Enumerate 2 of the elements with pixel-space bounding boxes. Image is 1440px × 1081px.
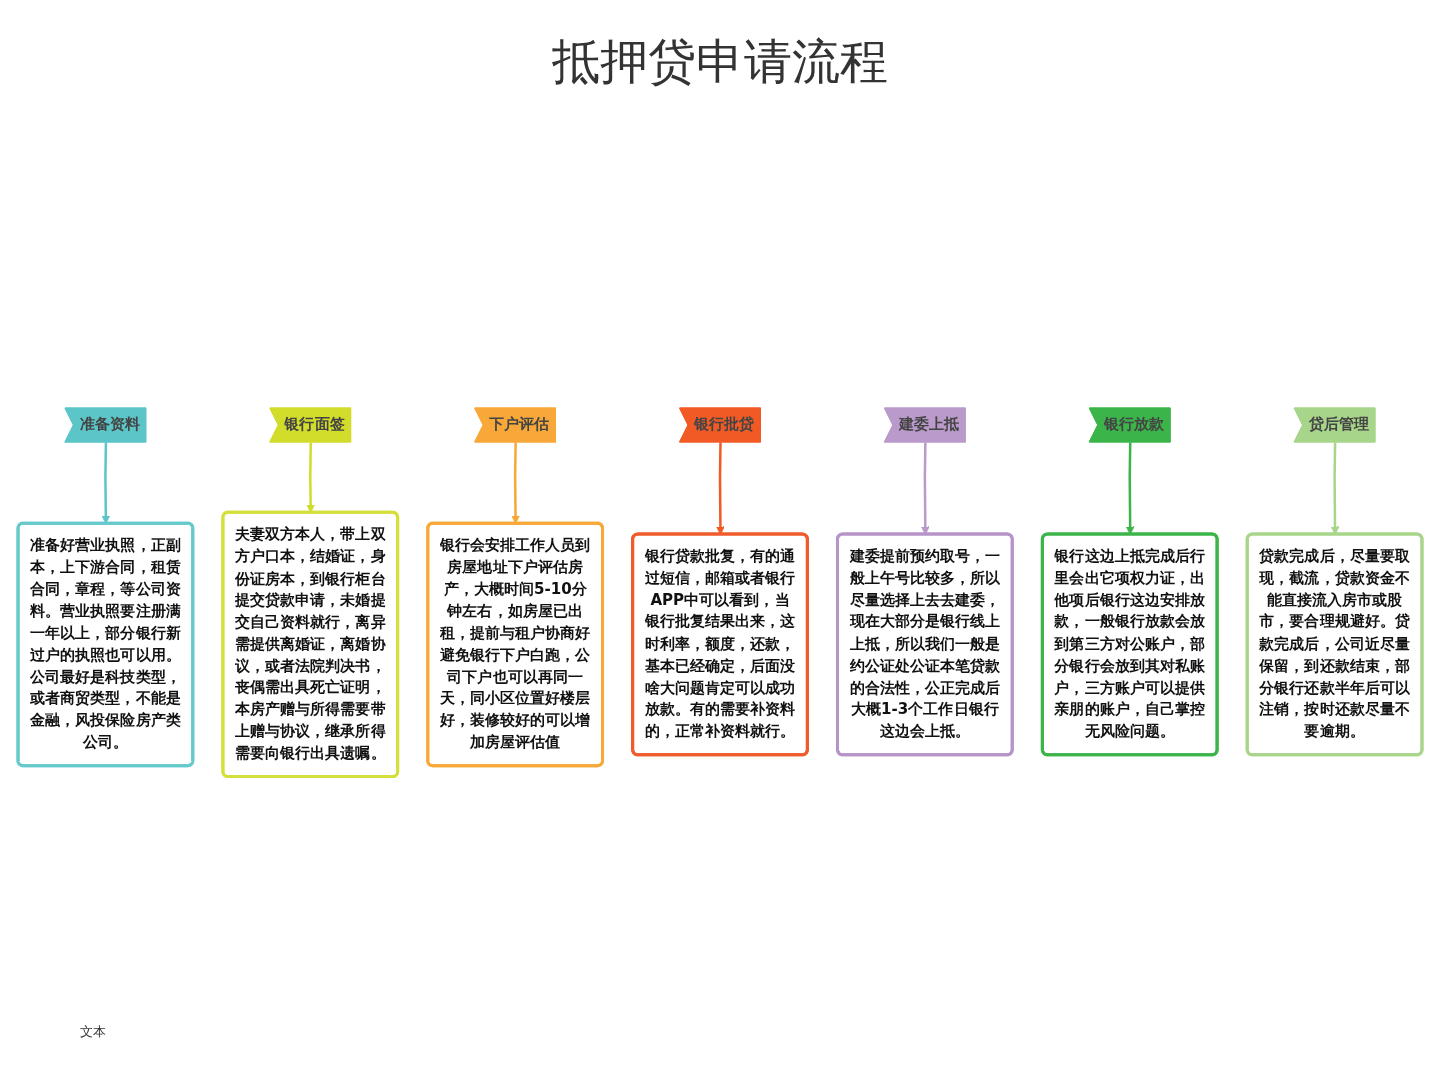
title: 抵押贷申请流程: [552, 32, 888, 91]
placeholder-text: 文本: [80, 1023, 106, 1041]
